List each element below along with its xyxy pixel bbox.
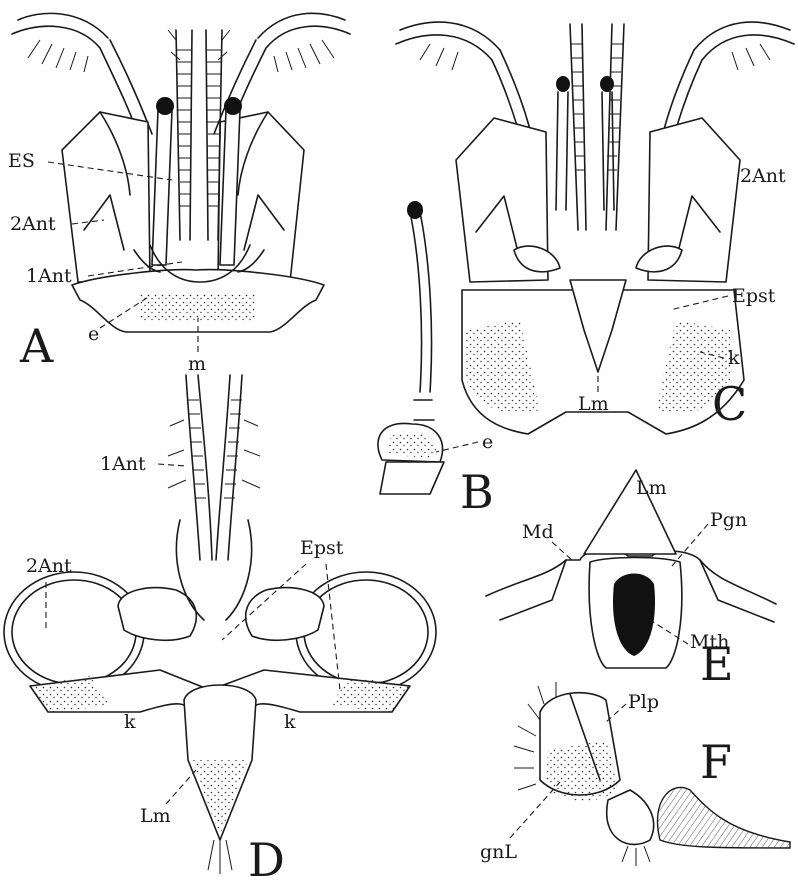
panel-a-left-flagellum [18, 13, 108, 38]
panel-d-label-k-left: k [124, 711, 136, 733]
panel-d-label-epst: Epst [300, 537, 344, 559]
panel-e-label-pgn: Pgn [710, 509, 747, 531]
panel-a-label-1ant: 1Ant [26, 265, 72, 287]
panel-d-label-1ant: 1Ant [100, 453, 146, 475]
panel-c-letter: C [712, 377, 747, 431]
panel-a: ES 2Ant 1Ant e m A [8, 13, 350, 375]
panel-e-label-lm: Lm [636, 477, 667, 499]
panel-c-label-lm: Lm [578, 393, 609, 415]
panel-f-letter: F [700, 735, 732, 789]
panel-e-letter: E [700, 637, 734, 691]
panel-f: Plp gnL F [480, 682, 790, 866]
panel-d-letter: D [248, 833, 285, 884]
panel-a-right-flagellum [258, 13, 345, 38]
panel-a-right-eye [224, 97, 242, 115]
panel-b-letter: B [460, 465, 494, 519]
panel-d-label-lm: Lm [140, 805, 171, 827]
panel-b-eye [407, 201, 423, 219]
panel-e-label-md: Md [522, 521, 554, 543]
panel-f-mandible-tip [657, 787, 790, 848]
panel-d-label-k-right: k [284, 711, 296, 733]
panel-c-label-epst: Epst [732, 285, 776, 307]
panel-f-label-gnl: gnL [480, 841, 517, 863]
panel-b-eyestalk [410, 212, 432, 392]
panel-b-label-e: e [482, 431, 493, 453]
panel-a-left-eye [156, 97, 174, 115]
panel-a-label-es: ES [8, 150, 35, 172]
panel-a-left-scale [62, 112, 150, 282]
panel-d-label-2ant: 2Ant [26, 555, 72, 577]
panel-a-letter: A [19, 319, 54, 373]
panel-e: Lm Md Pgn Mth E [486, 470, 776, 691]
panel-f-label-plp: Plp [628, 691, 659, 713]
panel-a-label-e: e [88, 323, 99, 345]
panel-d-left-antennule [186, 375, 212, 560]
panel-a-left-eyestalk [152, 110, 172, 265]
panel-c-label-2ant: 2Ant [740, 165, 786, 187]
panel-a-label-2ant: 2Ant [10, 213, 56, 235]
panel-c: 2Ant Epst k Lm C [396, 22, 794, 434]
panel-d-right-2ant-ring [296, 572, 436, 692]
panel-c-label-k: k [728, 347, 740, 369]
panel-d: 1Ant 2Ant Epst k k Lm D [4, 375, 436, 884]
panel-a-label-m: m [188, 353, 206, 375]
panel-d-right-antennule [216, 375, 242, 560]
